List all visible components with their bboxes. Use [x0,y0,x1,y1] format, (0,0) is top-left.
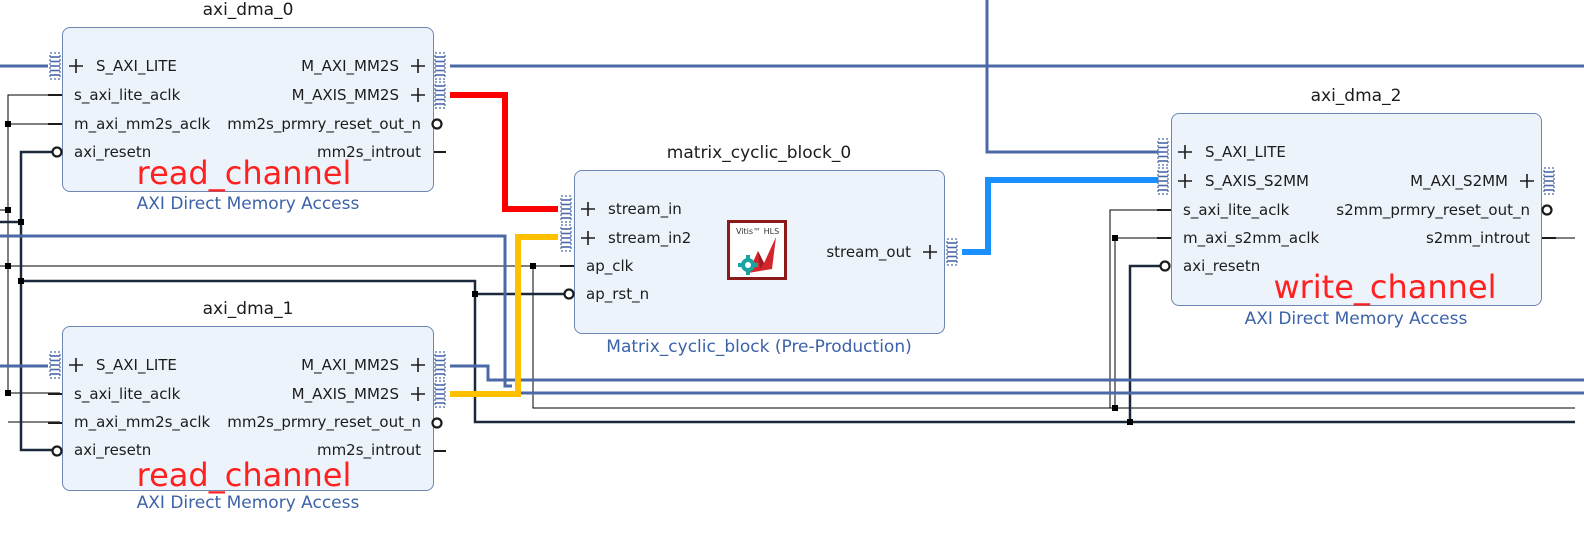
port-m-axi-mm2s[interactable]: M_AXI_MM2S [301,356,399,374]
vitis-hls-logo: Vitis™ HLS [727,220,787,280]
stream-wire-stream-out-to-dma2 [962,177,1158,255]
junction-dots [5,121,1133,425]
port-ap-rst-n[interactable]: ap_rst_n [586,285,650,303]
block-subtitle-axi-dma-0: AXI Direct Memory Access [136,194,360,214]
stream-wire-dma1-to-stream-in2 [450,234,558,397]
vitis-hls-logo-text: Vitis™ HLS [736,227,780,236]
port-m-axi-s2mm-aclk[interactable]: m_axi_s2mm_aclk [1183,229,1320,247]
port-m-axis-mm2s[interactable]: M_AXIS_MM2S [291,86,399,104]
port-stream-in2[interactable]: stream_in2 [608,229,692,247]
bus-lines [0,0,1584,395]
wire-m-axi-s2mm-aclk [1114,237,1168,408]
port-s2mm-prmry-reset-out-n[interactable]: s2mm_prmry_reset_out_n [1336,201,1530,219]
block-subtitle-matrix-cyclic-block: Matrix_cyclic_block (Pre-Production) [606,337,912,357]
annotation-read-channel: read_channel [136,154,352,192]
port-s-axi-lite-aclk[interactable]: s_axi_lite_aclk [74,385,181,403]
block-title-matrix-cyclic-block-0: matrix_cyclic_block_0 [666,143,852,163]
annotation-write-channel: write_channel [1273,268,1497,306]
port-s-axi-lite-aclk[interactable]: s_axi_lite_aclk [1183,201,1290,219]
port-s2mm-introut[interactable]: s2mm_introut [1425,229,1530,247]
port-m-axis-mm2s[interactable]: M_AXIS_MM2S [291,385,399,403]
block-title-axi-dma-0: axi_dma_0 [202,0,294,20]
port-mm2s-introut[interactable]: mm2s_introut [316,143,421,161]
port-m-axi-mm2s[interactable]: M_AXI_MM2S [301,57,399,75]
reset-wires [0,150,1575,452]
port-m-axi-mm2s-aclk[interactable]: m_axi_mm2s_aclk [74,413,211,431]
port-s-axi-lite[interactable]: S_AXI_LITE [1205,143,1286,161]
block-axi-dma-1[interactable] [62,326,434,491]
port-m-axi-s2mm[interactable]: M_AXI_S2MM [1410,172,1508,190]
port-m-axi-mm2s-aclk[interactable]: m_axi_mm2s_aclk [74,115,211,133]
stream-wire-dma0-to-stream-in [450,92,558,212]
block-title-axi-dma-1: axi_dma_1 [202,299,294,319]
wire-axi-resetn [19,150,52,452]
annotation-read-channel: read_channel [136,456,352,494]
port-s-axi-lite-aclk[interactable]: s_axi_lite_aclk [74,86,181,104]
port-ap-clk[interactable]: ap_clk [586,257,634,275]
bus-s-axi-lite-dma2 [985,0,1158,154]
port-mm2s-introut[interactable]: mm2s_introut [316,441,421,459]
port-axi-resetn[interactable]: axi_resetn [74,441,152,459]
bus-m-axi-mm2s-dma1 [450,364,1584,382]
port-mm2s-prmry-reset-out-n[interactable]: mm2s_prmry_reset_out_n [227,413,421,431]
block-axi-dma-2[interactable] [1171,113,1542,306]
port-axi-resetn[interactable]: axi_resetn [1183,257,1261,275]
port-s-axi-lite[interactable]: S_AXI_LITE [96,356,177,374]
port-s-axi-lite[interactable]: S_AXI_LITE [96,57,177,75]
port-stream-in[interactable]: stream_in [608,200,682,218]
block-axi-dma-0[interactable] [62,27,434,192]
block-subtitle-axi-dma-1: AXI Direct Memory Access [136,493,360,513]
block-subtitle-axi-dma-2: AXI Direct Memory Access [1244,309,1468,329]
vitis-gear-icon [738,237,776,275]
port-mm2s-prmry-reset-out-n[interactable]: mm2s_prmry_reset_out_n [227,115,421,133]
block-title-axi-dma-2: axi_dma_2 [1310,86,1402,106]
port-s-axis-s2mm[interactable]: S_AXIS_S2MM [1205,172,1309,190]
port-axi-resetn[interactable]: axi_resetn [74,143,152,161]
port-stream-out[interactable]: stream_out [826,243,911,261]
wire-s-axi-lite-aclk [7,94,60,394]
